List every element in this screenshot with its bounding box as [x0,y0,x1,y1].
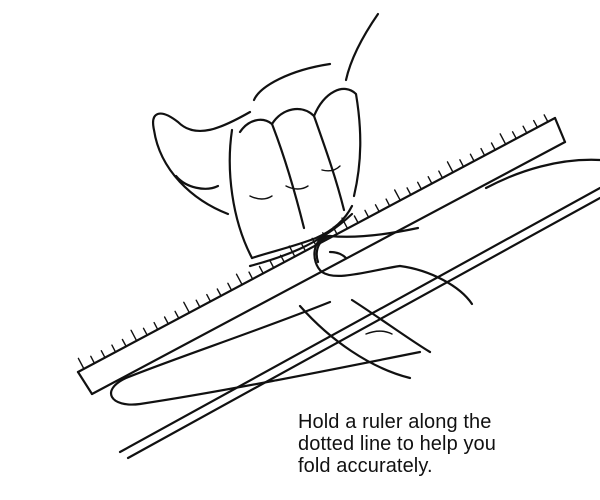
ruler-tick [353,215,359,224]
ruler-tick [90,355,96,365]
ruler-tick [163,316,170,325]
ruler-tick [183,301,191,314]
ruler-tick [77,357,85,370]
ruler-tick [385,198,391,207]
ruler-tick [533,119,539,129]
caption: Hold a ruler along the dotted line to he… [298,411,588,477]
ruler-tick [216,288,222,297]
ruler-tick [394,189,402,202]
ruler-tick [111,344,117,353]
ruler-tick [142,327,149,336]
ruler-tick [406,187,412,196]
ruler-tick [417,181,423,191]
ruler-tick [153,321,159,331]
ruler-ticks [77,114,549,370]
ruler-tick [235,273,243,286]
ruler-tick [511,131,518,140]
ruler-tick [522,125,528,134]
caption-line-3: fold accurately. [298,455,433,477]
folded-paper [110,186,600,460]
ruler-tick [480,147,486,157]
ruler-tick [100,350,106,359]
ruler-tick [446,161,454,174]
ruler-tick [195,299,201,308]
caption-line-2: dotted line to help you [298,433,497,455]
ruler-tick [206,293,212,303]
ruler-tick [174,310,180,320]
ruler-tick [364,209,370,219]
ruler-tick [374,204,380,213]
right-hand [298,158,600,380]
ruler-tick [121,338,127,348]
ruler-tick [248,271,254,280]
caption-line-1: Hold a ruler along the [298,411,492,433]
ruler-tick [269,260,275,269]
ruler-tick [459,159,465,168]
ruler-tick [438,170,444,179]
left-hand [152,12,380,268]
ruler-tick [543,114,549,123]
ruler-tick [258,265,264,275]
ruler-tick [227,282,233,292]
ruler-tick [469,153,475,163]
ruler-tick [130,329,138,342]
ruler-tick [490,142,496,151]
ruler-tick [427,175,433,185]
ruler-tick [499,133,507,146]
